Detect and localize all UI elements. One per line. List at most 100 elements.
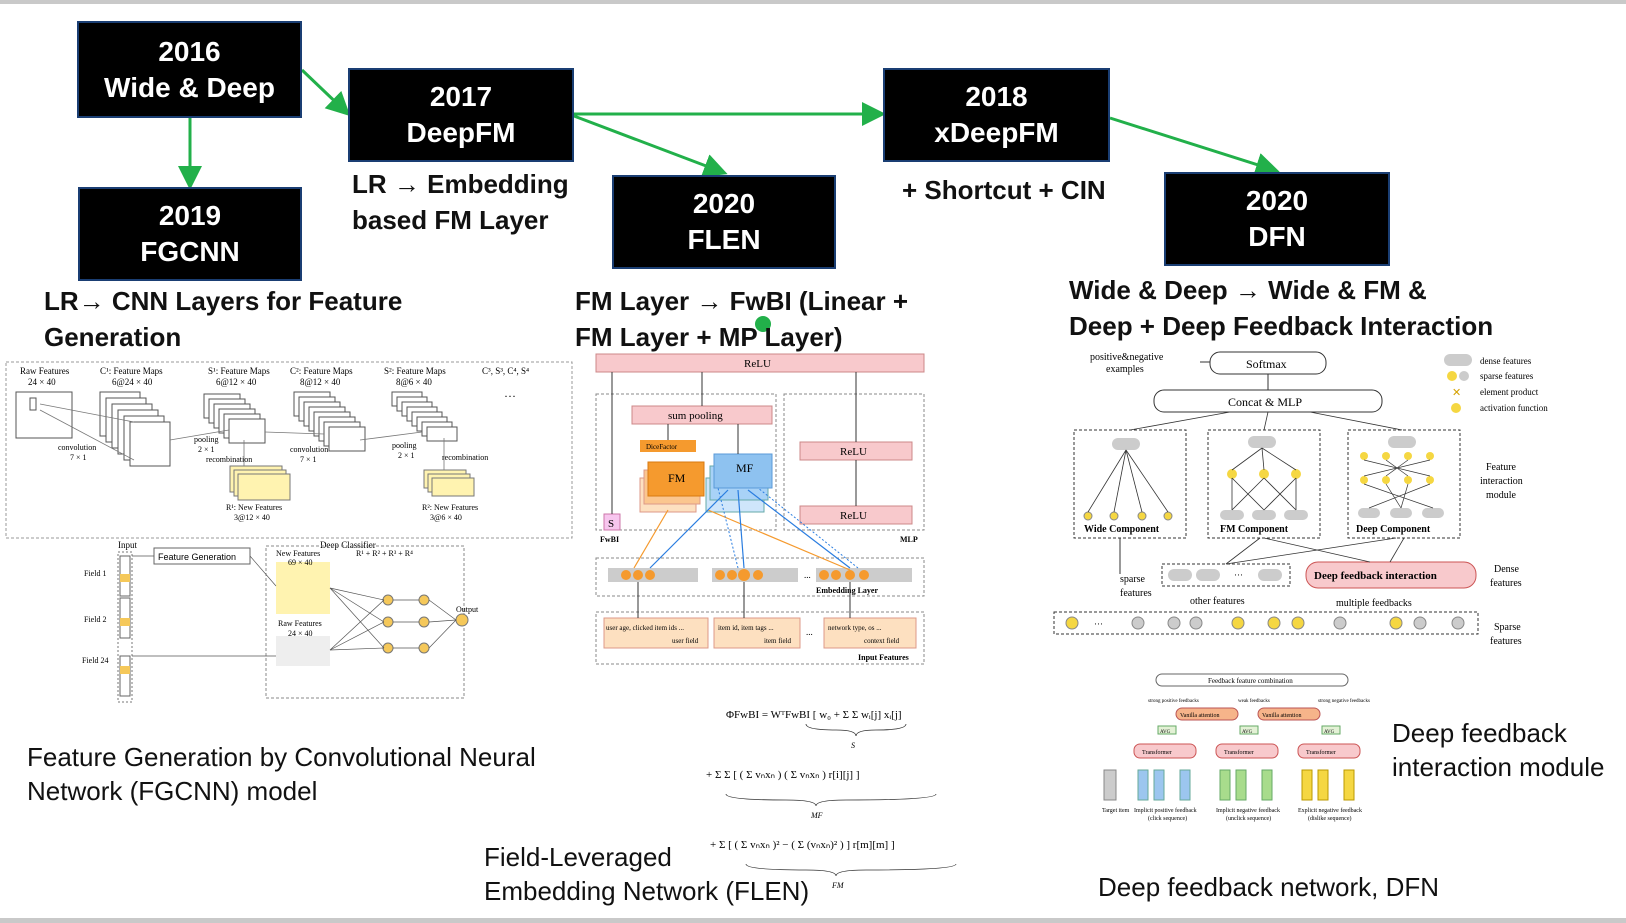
dfn-spf1: Sparse [1494, 622, 1521, 633]
fg-raw-dim: 24 × 40 [28, 377, 56, 387]
box-2020-flen: 2020 FLEN [612, 175, 836, 269]
box-2017-deepfm: 2017 DeepFM [348, 68, 574, 162]
dfn-leg-sparse: sparse features [1480, 371, 1534, 381]
fg-c2-dim: 8@12 × 40 [300, 377, 341, 387]
dfi-fbc: Feedback feature combination [1208, 677, 1293, 685]
dfn-pn: positive&negative [1090, 352, 1164, 363]
dfn-deep: Deep Component [1356, 524, 1431, 535]
arrow-2017-2020a [573, 114, 728, 177]
dfn-dfi: Deep feedback interaction [1314, 570, 1437, 582]
fg-field2: Field 2 [84, 615, 106, 624]
flen-emb: Embedding Layer [816, 586, 878, 595]
note-dfn: Wide & Deep → Wide & FM & Deep + Deep Fe… [1069, 272, 1493, 344]
dfi-eneg2: (dislike sequence) [1308, 815, 1351, 822]
fg-newf-dim: 69 × 40 [288, 558, 313, 567]
dfi-avg-1: AVG [1160, 730, 1171, 735]
dfi-weak: weak feedbacks [1238, 699, 1270, 704]
dfi-strong-pos: strong positive feedbacks [1148, 699, 1199, 704]
fg-conv-2-dim: 7 × 1 [300, 455, 317, 464]
box-2020-dfn: 2020 DFN [1164, 172, 1390, 266]
formula-s: S [851, 741, 855, 750]
fg-pool-1: pooling [194, 435, 218, 444]
dfi-trans-3: Transformer [1306, 749, 1336, 756]
caption-flen-line2: Embedding Network (FLEN) [484, 876, 810, 906]
fg-c1-dim: 6@24 × 40 [112, 377, 153, 387]
note-deepfm: LR → Embedding based FM Layer [352, 166, 569, 238]
dfn-fim2: interaction [1480, 476, 1523, 487]
dfn-leg-x-icon: ✕ [1452, 387, 1461, 399]
fg-deep: Deep Classifier [320, 540, 376, 550]
model-fgcnn: FGCNN [140, 236, 240, 267]
dfi-module-figure: Feedback feature combination strong posi… [1102, 673, 1370, 822]
dfi-target: Target item [1102, 808, 1130, 814]
fg-rawf-dim: 24 × 40 [288, 629, 313, 638]
flen-ctx-f: context field [864, 637, 900, 645]
flen-input: Input Features [858, 653, 909, 662]
caption-flen-line1: Field-Leveraged [484, 842, 672, 872]
dfn-multi: multiple feedbacks [1336, 598, 1412, 609]
fg-s1-dim: 6@12 × 40 [216, 377, 257, 387]
model-wide-deep: Wide & Deep [104, 71, 275, 103]
formula-mf: MF [810, 811, 823, 820]
fg-ellipsis: ··· [504, 389, 516, 403]
note-flen: FM Layer → FwBI (Linear + FM Layer + MP … [575, 283, 908, 355]
dfn-spf2: features [1490, 636, 1522, 647]
fg-r2-dim: 3@6 × 40 [430, 513, 462, 522]
flen-dice: DiceFactor [646, 443, 678, 451]
fg-r1-dim: 3@12 × 40 [234, 513, 270, 522]
flen-formula: ΦFwBI = WᵀFwBI [ w₀ + Σ Σ wᵢ[j] xᵢ[j] S … [706, 709, 957, 890]
fg-recomb-1: recombination [206, 455, 252, 464]
flen-dots-2: ... [806, 627, 813, 637]
dfi-eneg: Explicit negative feedback [1298, 807, 1362, 814]
note-deepfm-line1: LR → Embedding [352, 169, 569, 199]
fg-newf: New Features [276, 549, 320, 558]
caption-dfi: Deep feedback interaction module [1392, 716, 1604, 784]
fg-s1: S¹: Feature Maps [208, 366, 270, 376]
model-deepfm: DeepFM [406, 117, 516, 148]
year-2019: 2019 [158, 200, 222, 231]
fg-r2: R²: New Features [422, 503, 478, 512]
year-2016: 2016 [158, 35, 221, 67]
dfn-fim3: module [1486, 490, 1517, 501]
dfn-pn2: examples [1106, 364, 1144, 375]
fg-rawf: Raw Features [278, 619, 322, 628]
green-dot-marker [755, 316, 771, 332]
fg-pool-2: pooling [392, 441, 416, 450]
caption-dfi-line2: interaction module [1392, 752, 1605, 782]
formula-fm: FM [831, 881, 845, 890]
flen-user-f: user field [672, 637, 699, 645]
dfn-fm: FM Component [1220, 524, 1289, 535]
dfi-ipos: Implicit positive feedback [1134, 807, 1197, 814]
note-fgcnn: LR→ CNN Layers for Feature Generation [44, 283, 402, 355]
flen-s: S [608, 518, 614, 530]
year-2020-dfn: 2020 [1245, 185, 1309, 216]
fg-conv-2: convolution [290, 445, 328, 454]
dfn-df1: Dense [1494, 564, 1520, 575]
box-2019-fgcnn: 2019 FGCNN [78, 187, 302, 281]
flen-relu-top: ReLU [744, 358, 771, 370]
flen-user: user age, clicked item ids ... [606, 624, 684, 632]
flen-mf: MF [736, 461, 754, 475]
flen-sum: sum pooling [668, 410, 723, 422]
dfn-leg-elem: element product [1480, 387, 1539, 397]
note-deepfm-line2: based FM Layer [352, 205, 549, 235]
box-2016-wide-deep: 2016 Wide & Deep [77, 21, 302, 118]
note-flen-line2: FM Layer + MP Layer) [575, 322, 843, 352]
dfi-ipos2: (click sequence) [1148, 815, 1187, 822]
note-fgcnn-line2: Generation [44, 322, 182, 352]
bottom-border [0, 918, 1626, 923]
year-2020-flen: 2020 [692, 188, 756, 219]
fg-r1: R¹: New Features [226, 503, 282, 512]
top-border [0, 0, 1626, 4]
dfi-vanilla-2: Vanilla attention [1262, 713, 1302, 719]
fg-pool-2-dim: 2 × 1 [398, 451, 415, 460]
formula-line2: + Σ Σ [ ( Σ vₙxₙ ) ( Σ vₙxₙ ) r[i][j] ] [706, 769, 860, 781]
fg-featgen: Feature Generation [158, 552, 236, 562]
fg-output: Output [456, 605, 479, 614]
fg-c3: C³, S³, C⁴, S⁴ [482, 366, 529, 376]
dfn-sf2: features [1120, 588, 1152, 599]
dfi-vanilla-1: Vanilla attention [1180, 713, 1220, 719]
fg-pool-1-dim: 2 × 1 [198, 445, 215, 454]
dfn-fim1: Feature [1486, 462, 1517, 473]
